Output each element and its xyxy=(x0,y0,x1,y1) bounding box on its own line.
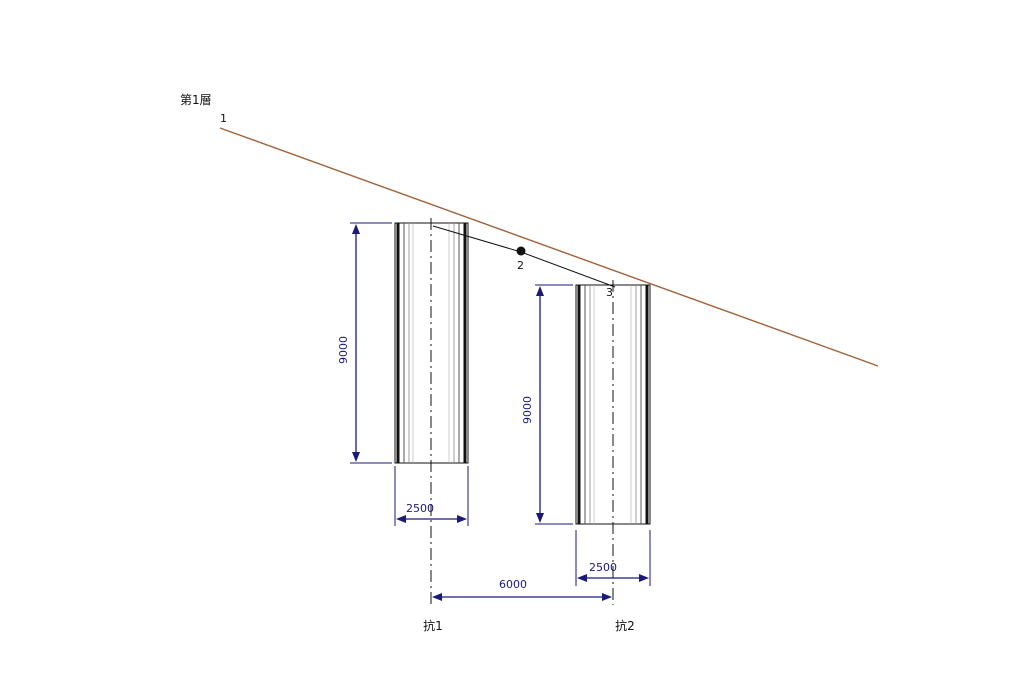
dimension-arrow xyxy=(432,593,442,601)
slope-line xyxy=(219,127,879,367)
pile-2-height-label: 9000 xyxy=(521,396,534,424)
pile-2-width-dimension: 2500 xyxy=(575,530,651,586)
pile-2 xyxy=(575,280,651,605)
pile-spacing-dimension: 6000 xyxy=(432,578,612,601)
pile-1-name-label: 抗1 xyxy=(423,618,443,633)
node-3-label: 3 xyxy=(606,286,613,299)
pile-2-height-dimension: 9000 xyxy=(521,284,573,525)
layer-label: 第1層 xyxy=(180,93,212,107)
dimension-arrow xyxy=(639,574,649,582)
pile-2-name-label: 抗2 xyxy=(615,618,635,633)
dimension-arrow xyxy=(352,224,360,234)
slope-point-label: 1 xyxy=(220,112,227,125)
pile-1 xyxy=(394,218,469,605)
pile-1-width-dimension: 2500 xyxy=(394,466,469,526)
pile-1-height-dimension: 9000 xyxy=(337,222,392,464)
dimension-arrow xyxy=(602,593,612,601)
dimension-arrow xyxy=(352,452,360,462)
dimension-arrow xyxy=(457,515,467,523)
dimension-arrow xyxy=(577,574,587,582)
pile-1-height-label: 9000 xyxy=(337,336,350,364)
pile-spacing-label: 6000 xyxy=(499,578,527,591)
node-2-label: 2 xyxy=(517,259,524,272)
pile-1-width-label: 2500 xyxy=(406,502,434,515)
dimension-arrow xyxy=(536,286,544,296)
dimension-arrow xyxy=(396,515,406,523)
pile-2-width-label: 2500 xyxy=(589,561,617,574)
dimension-arrow xyxy=(536,513,544,523)
node-2-marker xyxy=(516,246,526,256)
